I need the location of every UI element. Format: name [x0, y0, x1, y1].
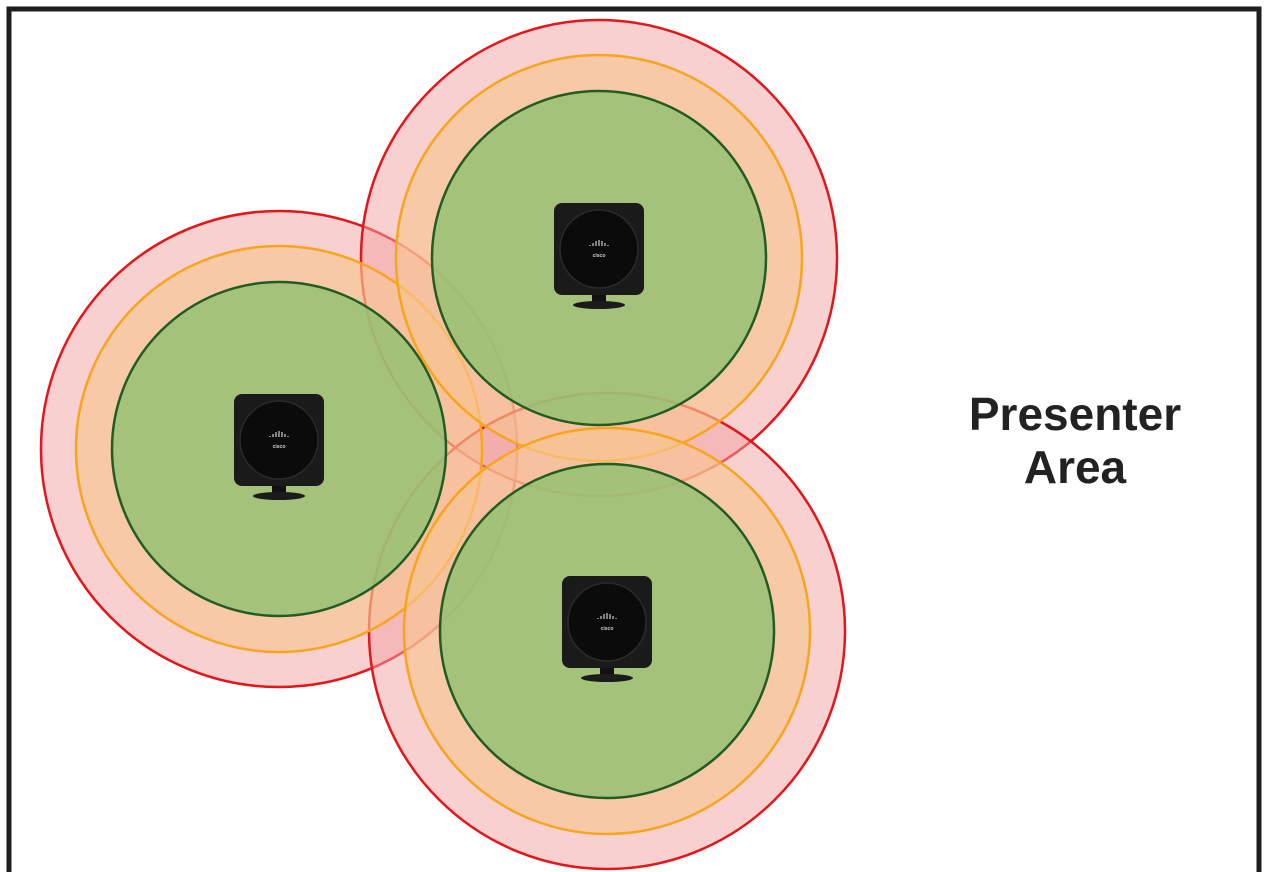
device-face: [559, 209, 639, 289]
base-station-bottom: cisco: [562, 576, 652, 682]
cisco-logo-icon: [269, 431, 289, 437]
device-base: [573, 301, 625, 309]
cisco-logo-icon: [597, 613, 617, 619]
device-stand: [592, 294, 606, 304]
device-base: [253, 492, 305, 500]
device-brand-text: cisco: [593, 253, 606, 259]
presenter-area-line1: Presenter: [968, 388, 1182, 440]
base-station-top: cisco: [554, 203, 644, 309]
device-face: [567, 582, 647, 662]
device-base: [581, 674, 633, 682]
device-stand: [600, 667, 614, 677]
device-brand-text: cisco: [601, 626, 614, 632]
base-stations: cisco cisco cisco: [234, 203, 652, 682]
cisco-logo-icon: [589, 240, 609, 246]
base-station-left: cisco: [234, 394, 324, 500]
device-face: [239, 400, 319, 480]
presenter-area-label: Presenter Area: [925, 388, 1225, 494]
presenter-area-line2: Area: [1023, 441, 1127, 493]
device-stand: [272, 485, 286, 495]
device-brand-text: cisco: [273, 444, 286, 450]
